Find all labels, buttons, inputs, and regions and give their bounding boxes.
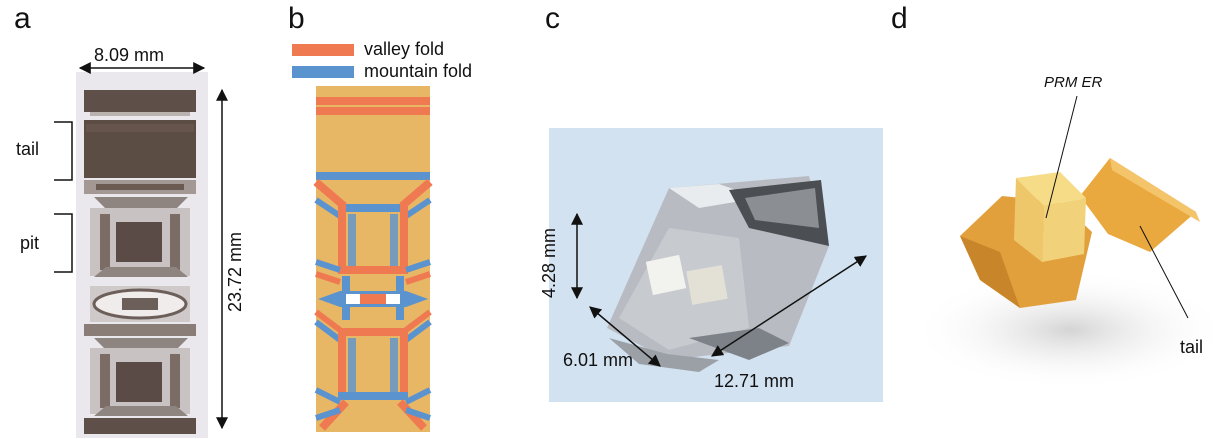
mountain-side-l1: [315, 259, 341, 273]
panel-d-letter: d: [891, 2, 908, 35]
valley-side-l2: [314, 309, 342, 333]
valley-mid: [360, 294, 386, 304]
valley-diag-ul: [313, 178, 347, 210]
valley-fold-top-1: [316, 97, 430, 105]
panel-c-letter: c: [545, 2, 560, 35]
valley-fold-top-2: [316, 107, 430, 115]
mountain-side-r2: [404, 319, 432, 343]
primer-top: [1016, 172, 1086, 206]
primer-right: [1042, 198, 1086, 262]
robot-tail: [1080, 158, 1196, 252]
mountain-square1-top: [338, 204, 408, 212]
mountain-side-r1: [405, 259, 431, 273]
valley-side-r1: [405, 271, 431, 285]
crease-sheet: [316, 86, 430, 432]
panel-a-sheet-image: [84, 90, 196, 434]
panel-a-tail-label: tail: [16, 139, 40, 159]
robot-body-side: [960, 236, 1020, 308]
robot-shadow: [910, 270, 1223, 390]
legend-mountain-label: mountain fold: [364, 61, 473, 81]
valley-square2-left: [338, 328, 346, 398]
mountain-square2-bottom: [338, 392, 408, 400]
valley-square2-top: [338, 328, 408, 336]
cut-right: [386, 294, 400, 304]
valley-square1-right: [400, 204, 408, 272]
mountain-square2-inner-left: [348, 338, 356, 392]
valley-square1-bottom: [338, 266, 408, 274]
panel-a-photo: [76, 72, 208, 438]
cut-left: [346, 294, 360, 304]
mountain-square1-inner-right: [390, 214, 398, 266]
legend-valley-label: valley fold: [364, 39, 445, 59]
valley-square2-right: [400, 328, 408, 398]
panel-b-letter: b: [288, 2, 305, 35]
valley-diag-ur: [399, 178, 433, 210]
mountain-side-r3: [404, 387, 432, 405]
valley-square1-left: [338, 204, 346, 272]
mountain-side-l2: [314, 319, 342, 343]
panel-a-letter: a: [14, 2, 31, 35]
panel-c-width-label: 6.01 mm: [563, 350, 634, 370]
panel-a-width-label: 8.09 mm: [94, 45, 165, 65]
primer-left: [1014, 178, 1044, 262]
mountain-side-l3: [314, 387, 342, 405]
mountain-side-r4: [405, 407, 431, 421]
mountain-diag-ul: [314, 197, 342, 219]
valley-side-l1: [315, 271, 341, 285]
mountain-square1-inner-left: [348, 214, 356, 266]
mountain-diag-ur: [404, 197, 432, 219]
panel-a-pit-label: pit: [20, 233, 40, 253]
mountain-fold-horizontal: [316, 172, 430, 180]
primer-leader: [1045, 95, 1078, 219]
mountain-square2-inner-right: [390, 338, 398, 392]
primer-label: PRM ER: [1044, 74, 1103, 91]
tail-leader: [1139, 225, 1189, 319]
panel-c-length-label: 12.71 mm: [714, 371, 795, 391]
panel-d-tail-label: tail: [1180, 337, 1204, 357]
robot-tail-edge: [1110, 158, 1200, 222]
mountain-side-l4: [315, 407, 341, 421]
legend-mountain-swatch: [292, 66, 354, 78]
legend-valley-swatch: [292, 44, 354, 56]
valley-side-r2: [404, 309, 432, 333]
